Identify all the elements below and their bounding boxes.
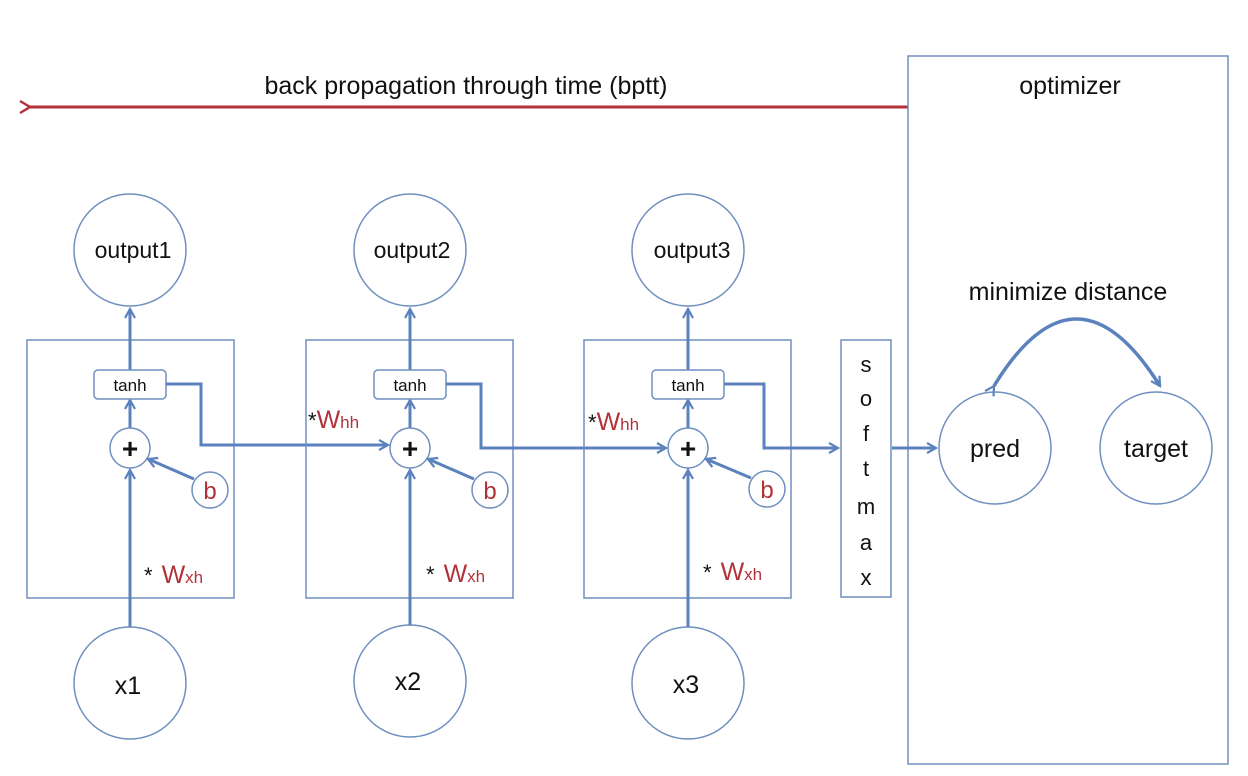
input-label: x3 xyxy=(673,671,699,699)
softmax-letter: f xyxy=(863,421,870,446)
tanh-label: tanh xyxy=(113,376,146,395)
input-label: x2 xyxy=(395,668,421,696)
hidden-state-arrow xyxy=(724,382,838,448)
bias-arrow xyxy=(428,459,475,481)
optimizer-title: optimizer xyxy=(1019,72,1120,100)
rnn-cell-1: output1 x1 tanh + b *Wxh xyxy=(26,193,388,740)
bias-label: b xyxy=(483,478,496,505)
hidden-state-arrow xyxy=(166,382,388,445)
sum-label: + xyxy=(680,433,696,464)
rnn-cell-2: *Whh output2 x2 tanh + b *Wxh xyxy=(305,193,666,738)
target-label: target xyxy=(1124,435,1188,463)
sum-node xyxy=(667,427,709,469)
sum-node xyxy=(389,427,431,469)
sum-node xyxy=(109,427,151,469)
bias-label: b xyxy=(760,477,773,504)
bias-label: b xyxy=(203,478,216,505)
bptt-group: back propagation through time (bptt) xyxy=(30,72,908,107)
sum-label: + xyxy=(122,433,138,464)
pred-node xyxy=(938,391,1052,505)
tanh-label: tanh xyxy=(393,376,426,395)
rnn-cell-3: *Whh output3 x3 tanh + b *Wxh xyxy=(583,193,838,740)
softmax-letter: o xyxy=(860,386,872,411)
softmax-letter: t xyxy=(863,456,869,481)
hidden-state-arrow xyxy=(446,382,666,448)
optimizer-box xyxy=(907,55,1229,765)
output-node xyxy=(353,193,467,307)
bias-node xyxy=(748,470,786,508)
wxh-label: *Wxh xyxy=(426,560,485,588)
softmax-letter: s xyxy=(861,352,872,377)
output-node xyxy=(631,193,745,307)
sum-label: + xyxy=(402,433,418,464)
bias-node xyxy=(471,471,509,509)
tanh-label: tanh xyxy=(671,376,704,395)
softmax-letter: a xyxy=(860,530,873,555)
whh-label: *Whh xyxy=(588,408,639,436)
whh-label: *Whh xyxy=(308,406,359,434)
input-label: x1 xyxy=(115,672,141,700)
bptt-label: back propagation through time (bptt) xyxy=(264,72,667,100)
softmax-box xyxy=(840,339,892,598)
wxh-label: *Wxh xyxy=(703,558,762,586)
output-node xyxy=(73,193,187,307)
wxh-label: *Wxh xyxy=(144,561,203,589)
pred-label: pred xyxy=(970,435,1020,463)
optimizer-group: optimizer minimize distance pred target xyxy=(907,55,1229,765)
target-node xyxy=(1099,391,1213,505)
bias-arrow xyxy=(706,459,752,480)
softmax-group: s o f t m a x xyxy=(840,339,936,598)
output-label: output1 xyxy=(95,237,172,263)
softmax-letter: m xyxy=(857,494,875,519)
minimize-distance-arrow xyxy=(994,317,1162,386)
softmax-letter: x xyxy=(861,565,872,590)
output-label: output2 xyxy=(374,237,451,263)
output-label: output3 xyxy=(654,237,731,263)
bias-node xyxy=(191,471,229,509)
bias-arrow xyxy=(148,459,195,481)
minimize-distance-label: minimize distance xyxy=(969,278,1168,306)
